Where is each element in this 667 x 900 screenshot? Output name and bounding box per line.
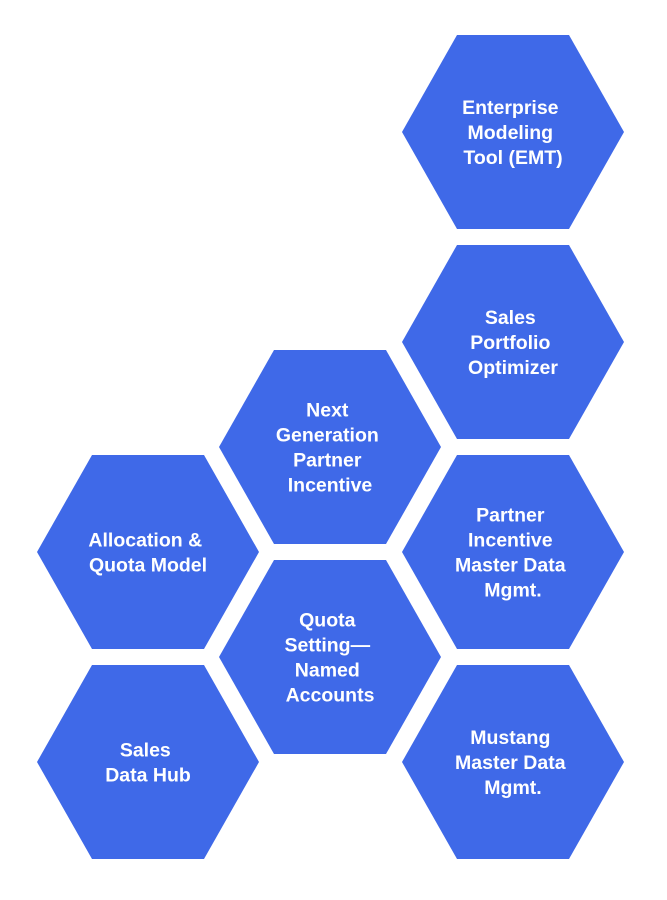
hexagon-shape [402,35,624,229]
hexagon-label-line: Sales [120,740,171,762]
hexagon-shape [219,560,441,754]
hexagon-label-line: Generation [276,425,379,447]
hexagon-label-line: Sales [485,307,536,329]
hexagon-label-line: Mgmt. [484,580,541,602]
hexagon-label: Next Generation Partner Incentive [276,400,384,497]
hexagon-label-line: Next [306,400,349,422]
hexagon-label-line: Enterprise [462,97,559,119]
hex-mustang-master-data-mgmt: Mustang Master Data Mgmt. [402,665,624,859]
hexagon-label: Partner Incentive Master Data Mgmt. [455,505,571,602]
hexagon-label-line: Incentive [468,530,553,552]
hexagon-shape [219,350,441,544]
hexagon-label-line: Quota [299,610,355,632]
hexagon-label-line: Named [295,660,360,682]
hex-sales-portfolio-optimizer: Sales Portfolio Optimizer [402,245,624,439]
hex-allocation-quota-model: Allocation & Quota Model [37,455,259,649]
hexagon-label: Allocation & Quota Model [88,530,207,577]
hexagon-label-line: Incentive [288,475,373,497]
hexagon-shape [402,455,624,649]
hexagon-label-line: Portfolio [470,332,550,354]
hexagon-label-line: Mgmt. [484,777,541,799]
hexagon-label-line: Partner [476,505,545,527]
hexagon-shape [37,455,259,649]
hexagon-label-line: Setting— [284,635,370,657]
hexagon-label-line: Partner [293,450,362,472]
hexagon-shape [402,665,624,859]
hex-sales-data-hub: Sales Data Hub [37,665,259,859]
hexagon-label-line: Mustang [470,727,550,749]
hexagon-label-line: Master Data [455,555,566,577]
hexagon-label-line: Optimizer [468,357,558,379]
hexagon-label: Mustang Master Data Mgmt. [455,727,571,799]
hexagon-label: Sales Data Hub [105,740,191,787]
hexagon-label: Quota Setting— Named Accounts [284,610,375,707]
hexagon-label: Enterprise Modeling Tool (EMT) [462,97,564,169]
hex-quota-setting-named-accounts: Quota Setting— Named Accounts [219,560,441,754]
hexagon-label-line: Master Data [455,752,566,774]
hex-enterprise-modeling-tool: Enterprise Modeling Tool (EMT) [402,35,624,229]
hexagon-label-line: Modeling [468,122,554,144]
hexagon-label-line: Allocation & [88,530,202,552]
hex-next-generation-partner-incentive: Next Generation Partner Incentive [219,350,441,544]
hexagon-shape [402,245,624,439]
hexagon-shape [37,665,259,859]
hexagon-label-line: Accounts [286,685,375,707]
hexagon-label-line: Tool (EMT) [463,147,562,169]
hexagon-label-line: Data Hub [105,765,191,787]
hex-partner-incentive-master-data-mgmt: Partner Incentive Master Data Mgmt. [402,455,624,649]
hexagon-label: Sales Portfolio Optimizer [468,307,558,379]
hexagon-label-line: Quota Model [89,555,207,577]
